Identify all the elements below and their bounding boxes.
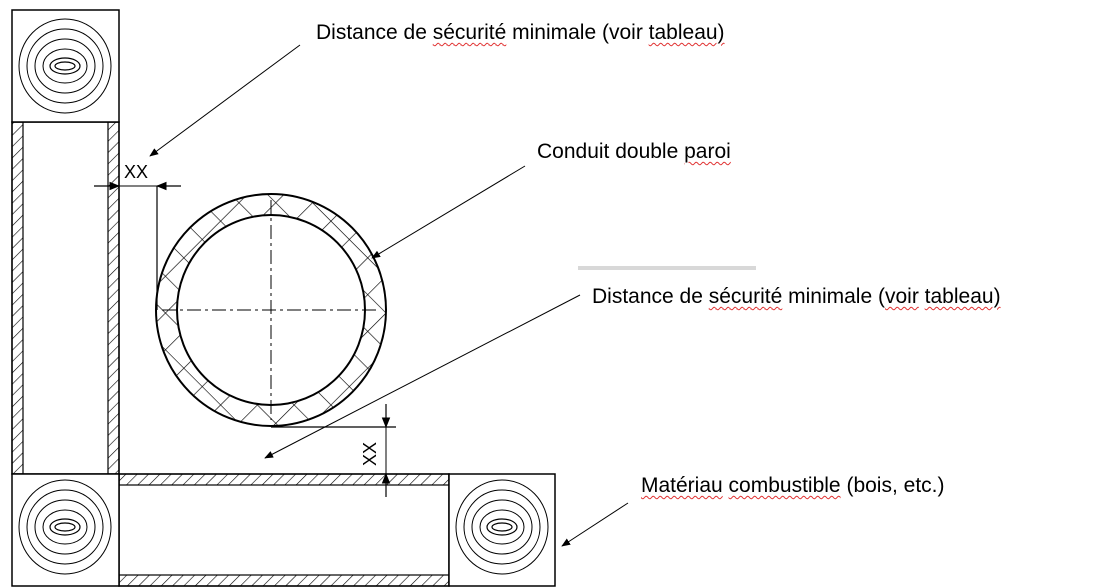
label-conduit-w2: paroi [684,140,731,163]
double-wall-conduit [155,193,387,427]
label-distance-right-w5: tableau) [924,285,1001,308]
label-distance-top-w1: Distance de [316,21,427,44]
end-grain-block-bottom-left [11,473,120,587]
label-distance-top-w4: tableau) [648,21,725,44]
label-distance-top: Distance de sécurité minimale (voir tabl… [316,22,725,43]
end-grain-block-bottom-right [448,473,556,587]
dimension-vertical-label: XX [360,442,380,466]
label-distance-top-w3: minimale (voir [512,21,643,44]
leader-distance-right [264,294,581,459]
leader-materiau [561,502,629,547]
dimension-vertical: XX [271,404,396,497]
horizontal-beam [118,473,450,587]
ghost-text-remnant [578,266,756,270]
leader-distance-top [149,44,301,157]
label-conduit: Conduit double paroi [537,141,731,162]
label-distance-top-w2: sécurité [432,21,507,44]
label-materiau-w3: (bois, [846,474,898,497]
label-distance-right: Distance de sécurité minimale (voir tabl… [592,286,1001,307]
label-materiau-w4: etc.) [903,474,945,497]
label-distance-right-w4: voir [884,285,919,308]
label-materiau: Matériau combustible (bois, etc.) [641,475,945,496]
end-grain-block-top [11,9,120,123]
label-distance-right-w3: minimale ( [788,285,885,308]
vertical-stud [11,121,120,475]
dimension-horizontal-label: XX [124,162,148,182]
label-materiau-w1: Matériau [641,474,723,497]
leader-conduit [371,165,526,259]
label-materiau-w2: combustible [728,474,841,497]
label-distance-right-w1: Distance de [592,285,703,308]
label-conduit-w1: Conduit double [537,140,679,163]
label-distance-right-w2: sécurité [708,285,783,308]
dimension-horizontal: XX [94,162,181,310]
